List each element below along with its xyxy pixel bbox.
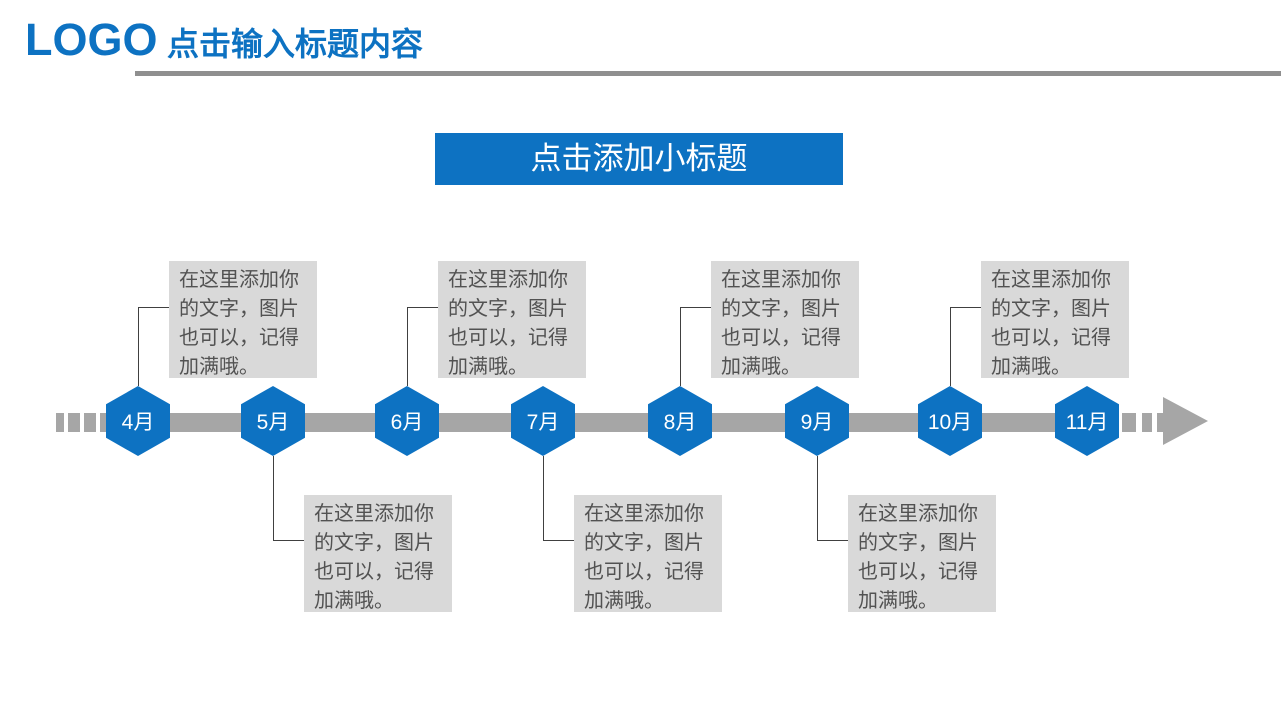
timeline-dash	[84, 413, 96, 432]
timeline-bar	[100, 413, 1118, 432]
timeline-node-label: 9月	[800, 411, 834, 434]
connector-line	[543, 456, 544, 540]
connector-line	[817, 540, 848, 541]
connector-line	[273, 540, 304, 541]
connector-line	[817, 456, 818, 540]
connector-line	[950, 307, 981, 308]
connector-line	[680, 307, 681, 386]
note-box[interactable]: 在这里添加你 的文字，图片 也可以，记得 加满哦。	[574, 495, 722, 612]
timeline-node: 9月	[785, 386, 849, 456]
connector-line	[138, 307, 169, 308]
timeline-node-label: 8月	[663, 411, 697, 434]
connector-line	[407, 307, 438, 308]
timeline-dash	[1142, 413, 1152, 432]
timeline-node: 7月	[511, 386, 575, 456]
connector-line	[407, 307, 408, 386]
timeline-node-label: 10月	[927, 411, 973, 434]
connector-line	[273, 456, 274, 540]
note-box[interactable]: 在这里添加你 的文字，图片 也可以，记得 加满哦。	[304, 495, 452, 612]
timeline-node-label: 7月	[526, 411, 560, 434]
timeline-node: 6月	[375, 386, 439, 456]
timeline-node: 5月	[241, 386, 305, 456]
subtitle-banner[interactable]: 点击添加小标题	[435, 133, 843, 185]
note-box[interactable]: 在这里添加你 的文字，图片 也可以，记得 加满哦。	[848, 495, 996, 612]
timeline-node-label: 6月	[390, 411, 424, 434]
timeline-node: 8月	[648, 386, 712, 456]
timeline-dash	[68, 413, 80, 432]
timeline-dash	[1157, 413, 1164, 432]
connector-line	[138, 307, 139, 386]
timeline-node-label: 4月	[121, 411, 155, 434]
note-box[interactable]: 在这里添加你 的文字，图片 也可以，记得 加满哦。	[169, 261, 317, 378]
header-divider	[135, 71, 1281, 76]
connector-line	[543, 540, 574, 541]
timeline-dash	[1122, 413, 1136, 432]
page-title[interactable]: 点击输入标题内容	[167, 26, 424, 62]
timeline-node: 11月	[1055, 386, 1119, 456]
timeline-node: 10月	[918, 386, 982, 456]
arrow-right-icon	[1163, 397, 1208, 445]
connector-line	[950, 307, 951, 386]
note-box[interactable]: 在这里添加你 的文字，图片 也可以，记得 加满哦。	[711, 261, 859, 378]
timeline-node: 4月	[106, 386, 170, 456]
connector-line	[680, 307, 711, 308]
timeline-node-label: 11月	[1065, 411, 1109, 434]
note-box[interactable]: 在这里添加你 的文字，图片 也可以，记得 加满哦。	[438, 261, 586, 378]
logo: LOGO	[25, 14, 158, 65]
timeline-dash	[56, 413, 64, 432]
timeline-node-label: 5月	[256, 411, 290, 434]
note-box[interactable]: 在这里添加你 的文字，图片 也可以，记得 加满哦。	[981, 261, 1129, 378]
